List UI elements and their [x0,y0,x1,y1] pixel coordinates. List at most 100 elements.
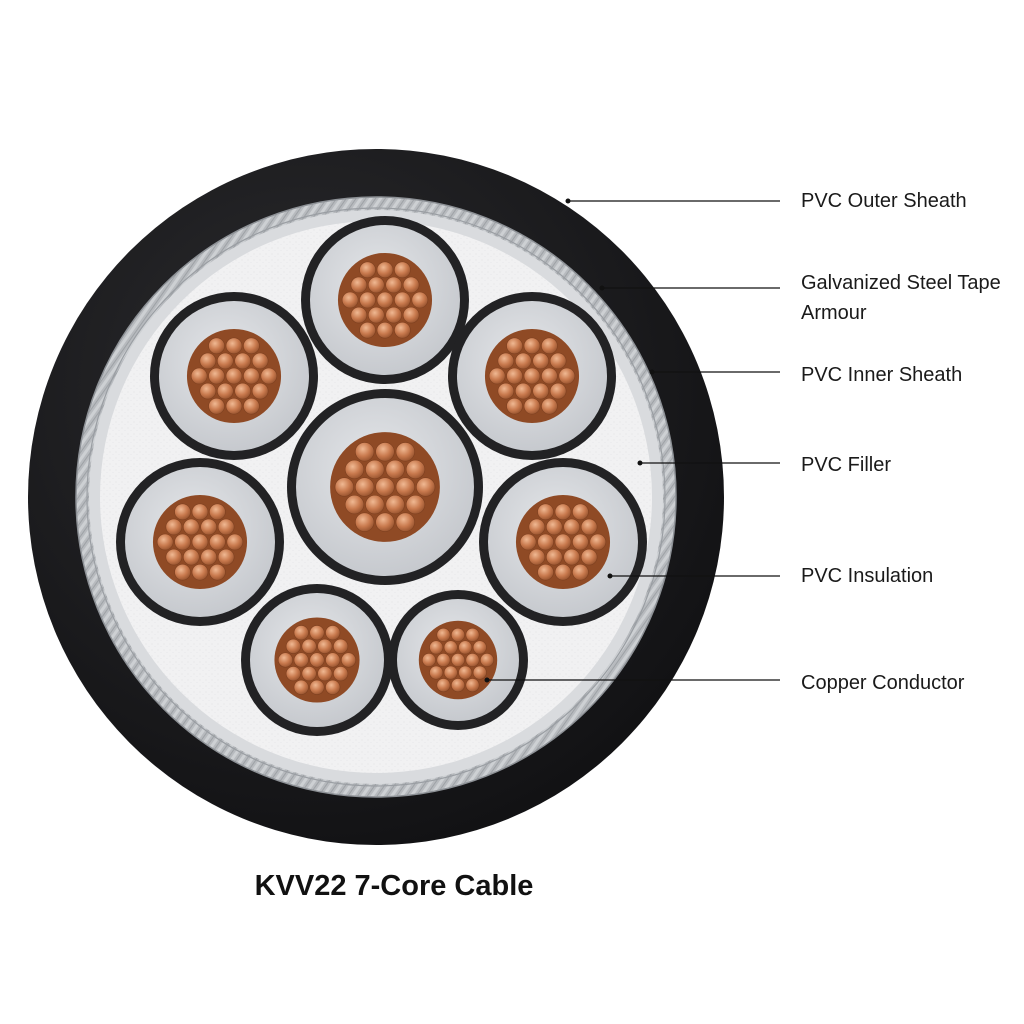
label-armour-line1: Galvanized Steel Tape [801,272,1001,294]
copper-strand [376,321,394,339]
copper-strand [436,653,451,667]
copper-strand [209,563,226,581]
copper-strand [285,638,301,654]
copper-strand [325,625,341,641]
copper-strand [225,337,243,355]
diagram-title: KVV22 7-Core Cable [255,870,534,902]
copper-strand [385,276,403,294]
copper-strand [514,382,532,400]
copper-strand [549,352,567,370]
copper-strand [443,665,458,680]
copper-strand [465,653,480,667]
copper-strand [402,306,420,324]
copper-strand [341,291,359,309]
copper-strand [415,477,436,497]
copper-strand [541,367,558,385]
copper-strand [537,563,554,581]
copper-strand [309,652,325,668]
copper-strand [545,518,563,536]
copper-strand [216,352,234,370]
copper-strand [523,337,541,355]
copper-strand [497,382,515,400]
copper-strand [208,367,225,385]
copper-strand [375,477,395,497]
copper-strand [465,678,480,693]
copper-strand [309,625,325,641]
copper-strand [402,276,420,294]
copper-strand [537,503,554,521]
copper-strand [344,494,365,515]
copper-strand [359,321,376,339]
copper-strand [216,382,234,400]
copper-strand [251,352,269,370]
copper-strand [558,367,576,385]
copper-strand [497,352,515,370]
copper-strand [156,533,174,551]
leader-dot-conductor [484,677,490,683]
copper-strand [174,533,191,551]
copper-strand [436,627,451,642]
copper-strand [451,653,465,667]
copper-strand [200,548,218,566]
copper-strand [532,352,550,370]
copper-strand [376,261,394,279]
copper-strand [309,679,325,695]
leader-dot-armour [599,285,605,291]
copper-strand [365,494,385,515]
copper-strand [182,548,200,566]
copper-strand [365,459,385,480]
copper-strand [563,518,581,536]
copper-strand [376,291,394,309]
copper-strand [385,306,403,324]
copper-strand [217,518,235,536]
copper-strand [225,397,243,415]
copper-strand [506,367,523,385]
copper-strand [200,518,218,536]
copper-strand [580,548,598,566]
copper-strand [532,382,550,400]
cable-core [287,389,483,585]
copper-strand [190,367,208,385]
copper-strand [234,382,252,400]
copper-strand [405,459,426,480]
copper-strand [209,503,226,521]
label-inner-sheath: PVC Inner Sheath [801,364,962,386]
copper-strand [251,382,269,400]
leader-dot-outer-sheath [565,198,571,204]
copper-strand [301,638,317,654]
copper-strand [563,548,581,566]
label-outer-sheath: PVC Outer Sheath [801,190,967,212]
copper-strand [436,678,451,693]
cable-core [448,292,616,460]
copper-strand [174,503,191,521]
cable-core [388,590,528,730]
copper-strand [554,503,572,521]
copper-strand [541,337,558,355]
copper-strand [465,627,480,642]
leader-dot-filler [637,460,643,466]
copper-strand [317,638,333,654]
copper-strand [350,306,368,324]
copper-strand [234,352,252,370]
copper-strand [165,548,183,566]
copper-strand [385,459,405,480]
copper-strand [191,533,209,551]
copper-strand [421,653,436,667]
copper-strand [191,503,209,521]
copper-strand [488,367,506,385]
copper-strand [355,477,375,497]
copper-strand [472,665,487,680]
copper-strand [333,666,349,682]
copper-strand [359,291,376,309]
copper-strand [301,666,317,682]
copper-strand [572,503,589,521]
cable-core [116,458,284,626]
copper-strand [375,512,395,532]
copper-strand [395,512,415,532]
copper-strand [394,261,411,279]
cable-core [479,458,647,626]
copper-strand [367,306,385,324]
copper-strand [554,563,572,581]
copper-strand [350,276,368,294]
copper-strand [528,548,546,566]
